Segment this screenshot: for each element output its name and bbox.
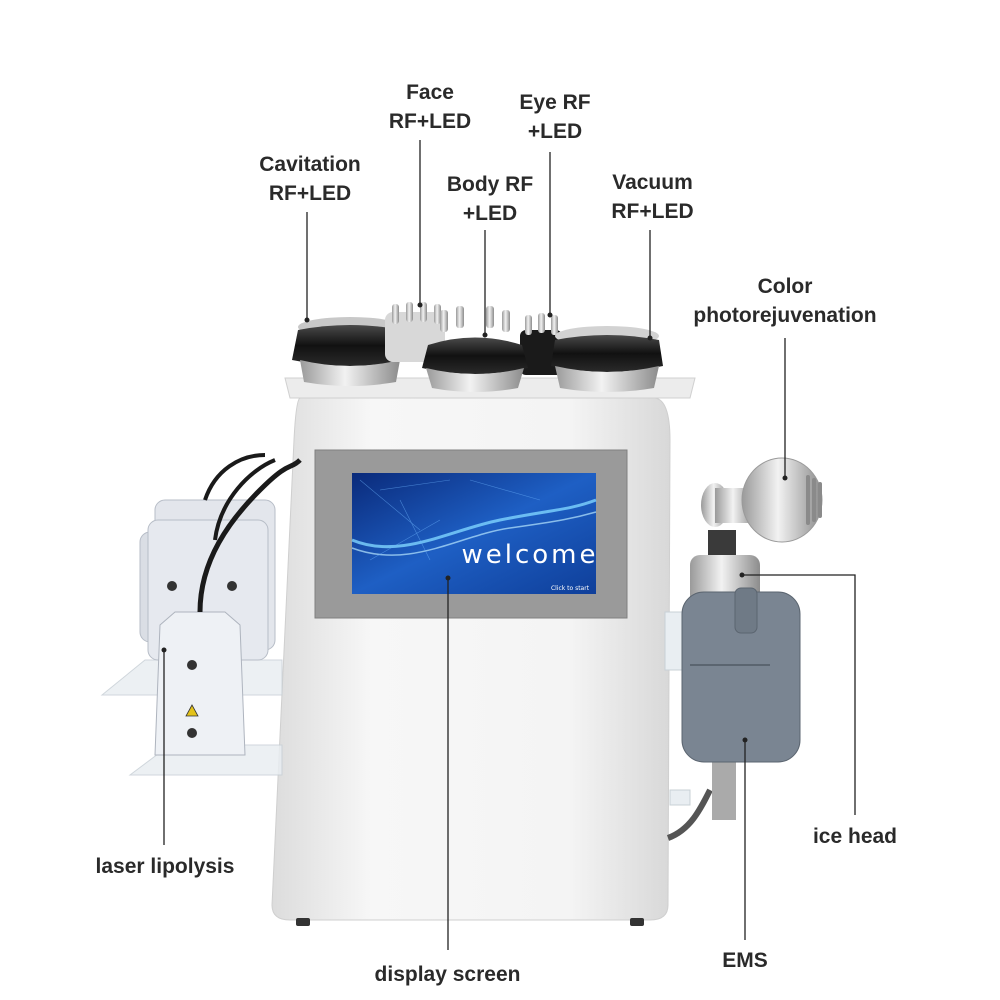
label-ice-head: ice head xyxy=(812,825,898,848)
laser-lipolysis-pads xyxy=(100,453,302,776)
click-to-start-text: Click to start xyxy=(551,585,590,592)
label-cavitation-line1: Cavitation xyxy=(259,153,361,176)
label-vacuum-line2: RF+LED xyxy=(611,200,694,223)
color-photorejuvenation-handpiece xyxy=(701,457,823,543)
vacuum-handpiece xyxy=(551,326,663,392)
label-color: Color photorejuvenation xyxy=(670,272,900,330)
label-vacuum: Vacuum RF+LED xyxy=(590,168,715,226)
leader-lines xyxy=(161,140,856,950)
label-display-screen: display screen xyxy=(374,963,521,986)
ems-pad xyxy=(666,587,801,841)
welcome-text: welcome xyxy=(461,540,598,570)
label-face: Face RF+LED xyxy=(370,78,490,136)
label-body-line1: Body RF xyxy=(446,173,534,196)
label-color-line2: photorejuvenation xyxy=(693,304,877,327)
label-eye: Eye RF +LED xyxy=(500,88,610,146)
label-vacuum-line1: Vacuum xyxy=(612,171,693,194)
label-body-line2: +LED xyxy=(462,202,518,225)
display-screen: welcome Click to start xyxy=(314,449,628,619)
label-color-line1: Color xyxy=(757,275,813,298)
label-body: Body RF +LED xyxy=(430,170,550,228)
label-face-line2: RF+LED xyxy=(388,110,472,133)
label-face-line1: Face xyxy=(406,81,454,104)
body-rf-handpiece xyxy=(422,306,528,392)
label-eye-line1: Eye RF xyxy=(519,91,591,114)
label-ems: EMS xyxy=(722,949,768,972)
label-cavitation-line2: RF+LED xyxy=(268,182,352,205)
label-eye-line2: +LED xyxy=(527,120,583,143)
cavitation-handpiece xyxy=(292,317,408,386)
label-cavitation: Cavitation RF+LED xyxy=(240,150,380,208)
label-laser-lipolysis: laser lipolysis xyxy=(95,855,235,878)
